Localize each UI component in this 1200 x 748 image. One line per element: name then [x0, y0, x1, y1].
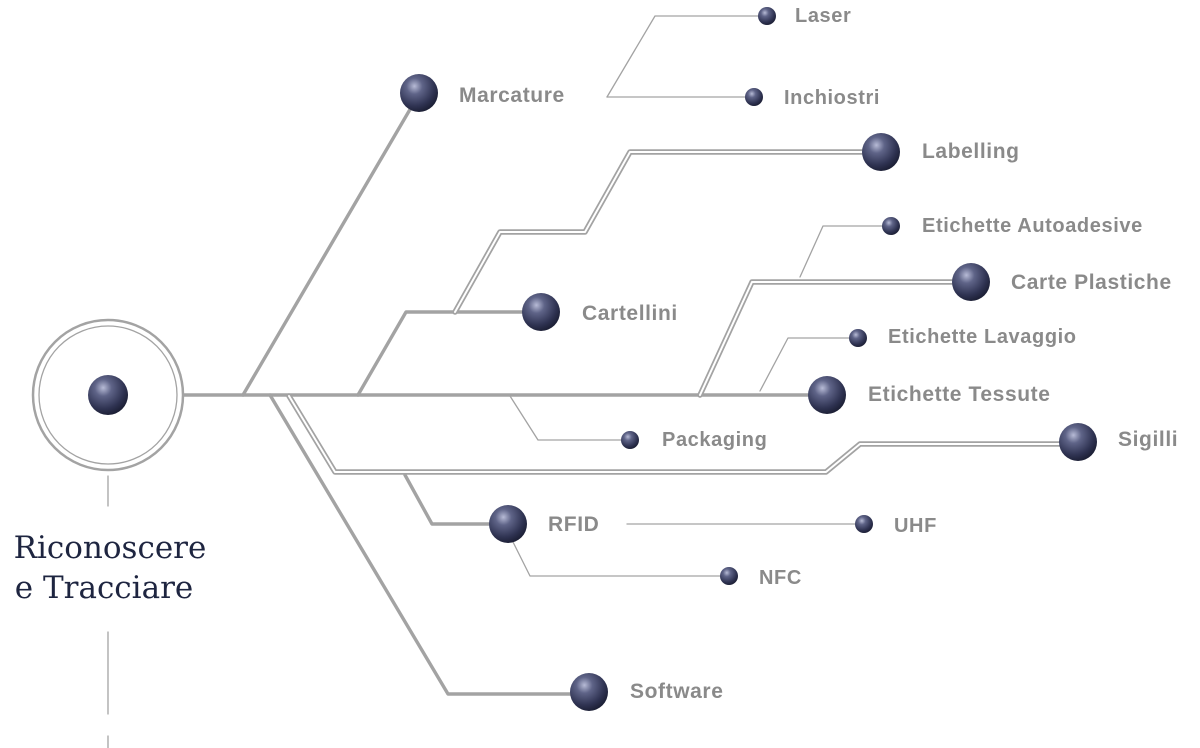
edge-carte-plastiche-inner [699, 281, 956, 396]
edge-laser [606, 15, 759, 98]
node-label: Labelling [922, 140, 1020, 163]
node-cartellini[interactable]: Cartellini [522, 293, 678, 331]
node-ball [570, 673, 608, 711]
node-label: Packaging [662, 429, 767, 451]
edge-software [268, 393, 574, 696]
connector-lines [107, 15, 1065, 748]
node-carte-plastiche[interactable]: Carte Plastiche [952, 263, 1172, 301]
node-ball [758, 7, 776, 25]
node-label: Inchiostri [784, 87, 880, 109]
node-uhf[interactable]: UHF [855, 515, 937, 537]
edge-rfid [403, 473, 493, 526]
root-title-line1: Riconoscere [14, 530, 207, 566]
node-ball [720, 567, 738, 585]
node-rfid[interactable]: RFID [489, 505, 599, 543]
node-ball [952, 263, 990, 301]
node-ball [862, 133, 900, 171]
node-nfc[interactable]: NFC [720, 567, 802, 589]
root-ring-inner [38, 325, 178, 465]
node-marcature[interactable]: Marcature [400, 74, 565, 112]
nodes: Marcature Laser Inchiostri Labelling Eti… [400, 5, 1178, 711]
node-label: UHF [894, 515, 937, 537]
node-packaging[interactable]: Packaging [621, 429, 767, 451]
node-ball [522, 293, 560, 331]
node-etichette-lavaggio[interactable]: Etichette Lavaggio [849, 326, 1077, 348]
node-label: NFC [759, 567, 802, 589]
node-ball [808, 376, 846, 414]
node-etichette-autoadesive[interactable]: Etichette Autoadesive [882, 215, 1143, 237]
root-ball [88, 375, 128, 415]
node-ball [882, 217, 900, 235]
edge-packaging [509, 395, 622, 441]
node-ball [621, 431, 639, 449]
edge-marcature [241, 104, 414, 397]
root-node: Riconoscere e Tracciare [14, 318, 207, 606]
node-ball [489, 505, 527, 543]
node-label: Etichette Lavaggio [888, 326, 1077, 348]
node-ball [400, 74, 438, 112]
node-software[interactable]: Software [570, 673, 724, 711]
node-ball [855, 515, 873, 533]
node-inchiostri[interactable]: Inchiostri [745, 87, 880, 109]
node-label: Carte Plastiche [1011, 271, 1172, 294]
node-laser[interactable]: Laser [758, 5, 851, 27]
root-title-line2: e Tracciare [15, 570, 193, 606]
node-label: Software [630, 680, 724, 703]
node-label: Sigilli [1118, 428, 1178, 451]
edge-labelling-inner [454, 151, 866, 313]
node-ball [745, 88, 763, 106]
node-sigilli[interactable]: Sigilli [1059, 423, 1178, 461]
node-label: Etichette Tessute [868, 383, 1051, 406]
node-label: Cartellini [582, 302, 678, 325]
node-label: Marcature [459, 84, 565, 107]
node-labelling[interactable]: Labelling [862, 133, 1020, 171]
node-ball [1059, 423, 1097, 461]
edge-nfc [511, 539, 721, 577]
edge-cartellini [356, 310, 526, 397]
node-label: RFID [548, 513, 599, 536]
node-ball [849, 329, 867, 347]
node-label: Laser [795, 5, 851, 27]
edge-etichette-autoadesive [799, 225, 884, 278]
node-label: Etichette Autoadesive [922, 215, 1143, 237]
node-etichette-tessute[interactable]: Etichette Tessute [808, 376, 1051, 414]
edge-etichette-lavaggio [759, 337, 851, 392]
edge-sigilli-inner [288, 395, 1063, 473]
